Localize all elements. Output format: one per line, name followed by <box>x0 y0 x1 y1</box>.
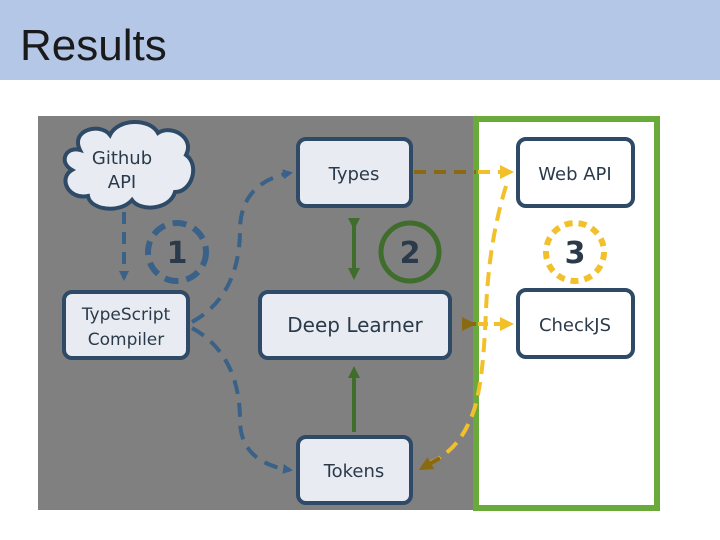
step-2-number: 2 <box>400 236 421 271</box>
title-bar <box>0 0 720 80</box>
step-3-badge: 3 <box>543 220 607 284</box>
step-3-number: 3 <box>565 236 586 271</box>
typescript-compiler-label-line1: TypeScript <box>81 305 171 325</box>
arrow-webapi-to-tokens <box>429 185 508 465</box>
step-1-number: 1 <box>167 236 188 271</box>
tokens-label: Tokens <box>323 461 385 482</box>
slide-title: Results <box>20 21 167 70</box>
checkjs-node: CheckJS <box>516 288 635 359</box>
deep-learner-label: Deep Learner <box>287 313 423 337</box>
step-1-badge: 1 <box>145 220 209 284</box>
types-label: Types <box>328 164 380 185</box>
types-node: Types <box>296 137 413 208</box>
typescript-compiler-node: TypeScript Compiler <box>62 290 190 360</box>
github-api-label-line1: Github <box>92 148 152 169</box>
web-api-node: Web API <box>516 137 635 208</box>
step-2-badge: 2 <box>378 220 442 284</box>
arrow-compiler-to-tokens <box>191 326 293 474</box>
deep-learner-node: Deep Learner <box>258 290 452 360</box>
github-api-label-line2: API <box>108 172 136 193</box>
arrow-compiler-to-types <box>191 169 293 324</box>
tokens-node: Tokens <box>296 435 413 505</box>
arrow-webapi-to-tokens-head <box>418 456 441 470</box>
web-api-label: Web API <box>538 164 611 185</box>
github-api-cloud: Github API <box>62 120 196 211</box>
checkjs-label: CheckJS <box>539 315 611 336</box>
typescript-compiler-label-line2: Compiler <box>88 330 165 350</box>
